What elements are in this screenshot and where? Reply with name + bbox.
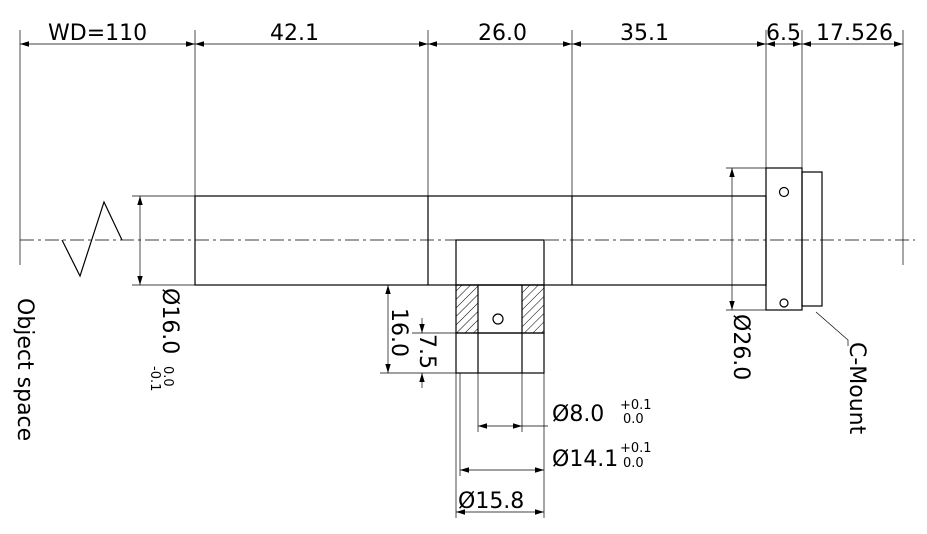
port-outer-diameter-label: Ø15.8 <box>458 489 524 514</box>
port-bore-extension-lines <box>455 373 545 518</box>
mount-diameter-dimension <box>726 167 766 311</box>
c-mount-leader <box>815 311 849 346</box>
body-diameter-tol-upper: 0.0 <box>160 366 175 387</box>
c-mount-label: C-Mount <box>844 342 869 435</box>
dim-segment-3: 35.1 <box>620 21 669 46</box>
break-symbol <box>61 200 123 278</box>
dim-segment-2: 26.0 <box>478 21 527 46</box>
body-diameter-tol-lower: -0.1 <box>147 366 162 391</box>
port-inner-tol-lower: 0.0 <box>623 412 644 427</box>
dim-segment-5: 17.526 <box>816 21 893 46</box>
port-depth-label: 7.5 <box>414 334 439 369</box>
object-space-label: Object space <box>12 298 37 441</box>
extension-lines <box>19 30 904 265</box>
c-mount-flange <box>765 167 823 311</box>
dim-segment-4: 6.5 <box>766 21 801 46</box>
port-inner-diameter-label: Ø8.0 <box>552 402 604 427</box>
mount-diameter-label: Ø26.0 <box>728 314 753 380</box>
dim-segment-1: 42.1 <box>270 21 319 46</box>
dim-working-distance: WD=110 <box>48 21 147 46</box>
side-port <box>455 239 545 374</box>
port-mid-diameter-label: Ø14.1 <box>552 447 618 472</box>
port-inner-tol-upper: +0.1 <box>620 398 652 413</box>
body-diameter-label: Ø16.0 <box>157 288 182 354</box>
body-diameter-dimension <box>132 195 195 286</box>
port-height-label: 16.0 <box>386 308 411 357</box>
port-height-dimension <box>380 285 456 374</box>
port-mid-tol-upper: +0.1 <box>620 441 652 456</box>
port-depth-dimension <box>412 318 456 388</box>
port-mid-tol-lower: 0.0 <box>623 456 644 471</box>
